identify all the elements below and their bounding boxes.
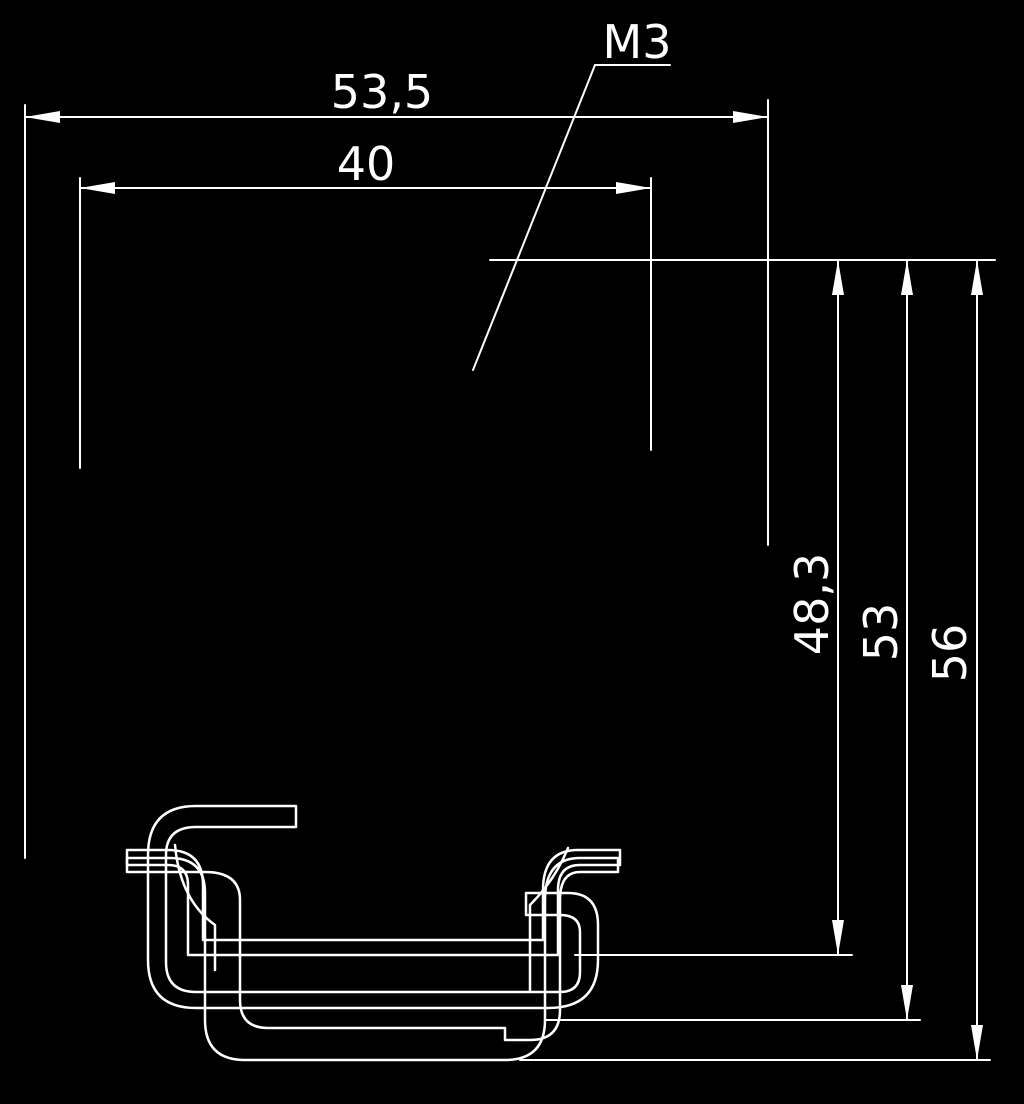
callout-m3: M3	[472, 15, 672, 371]
arrowhead-left	[25, 111, 60, 123]
dimension-overall-width: 53,5	[24, 65, 769, 123]
rail-profile-middle	[146, 804, 600, 1010]
rail-fold-detail-left	[173, 843, 217, 972]
dimension-label-inner-width: 40	[337, 137, 396, 191]
arrowhead-right	[616, 182, 651, 194]
arrowhead-bottom	[832, 920, 844, 955]
dimension-label-height-outer: 56	[923, 624, 977, 683]
arrowhead-bottom	[971, 1025, 983, 1060]
arrowhead-top	[901, 260, 913, 295]
dimension-label-height-inner: 48,3	[785, 553, 839, 655]
arrowhead-top	[832, 260, 844, 295]
dimension-height-outer: 56	[923, 259, 983, 1061]
dimension-label-overall-width: 53,5	[331, 65, 433, 119]
dimension-height-middle: 53	[854, 259, 913, 1021]
callout-label: M3	[603, 15, 672, 69]
dimension-height-inner: 48,3	[785, 259, 844, 956]
extension-lines	[24, 99, 996, 1061]
arrowhead-top	[971, 260, 983, 295]
dimension-inner-width: 40	[79, 137, 652, 194]
rail-profiles	[125, 804, 622, 1062]
dimension-label-height-middle: 53	[854, 603, 908, 662]
arrowhead-bottom	[901, 985, 913, 1020]
arrowhead-right	[733, 111, 768, 123]
arrowhead-left	[80, 182, 115, 194]
rail-profile-large	[125, 856, 620, 1062]
rail-fold-detail-right	[528, 846, 570, 992]
